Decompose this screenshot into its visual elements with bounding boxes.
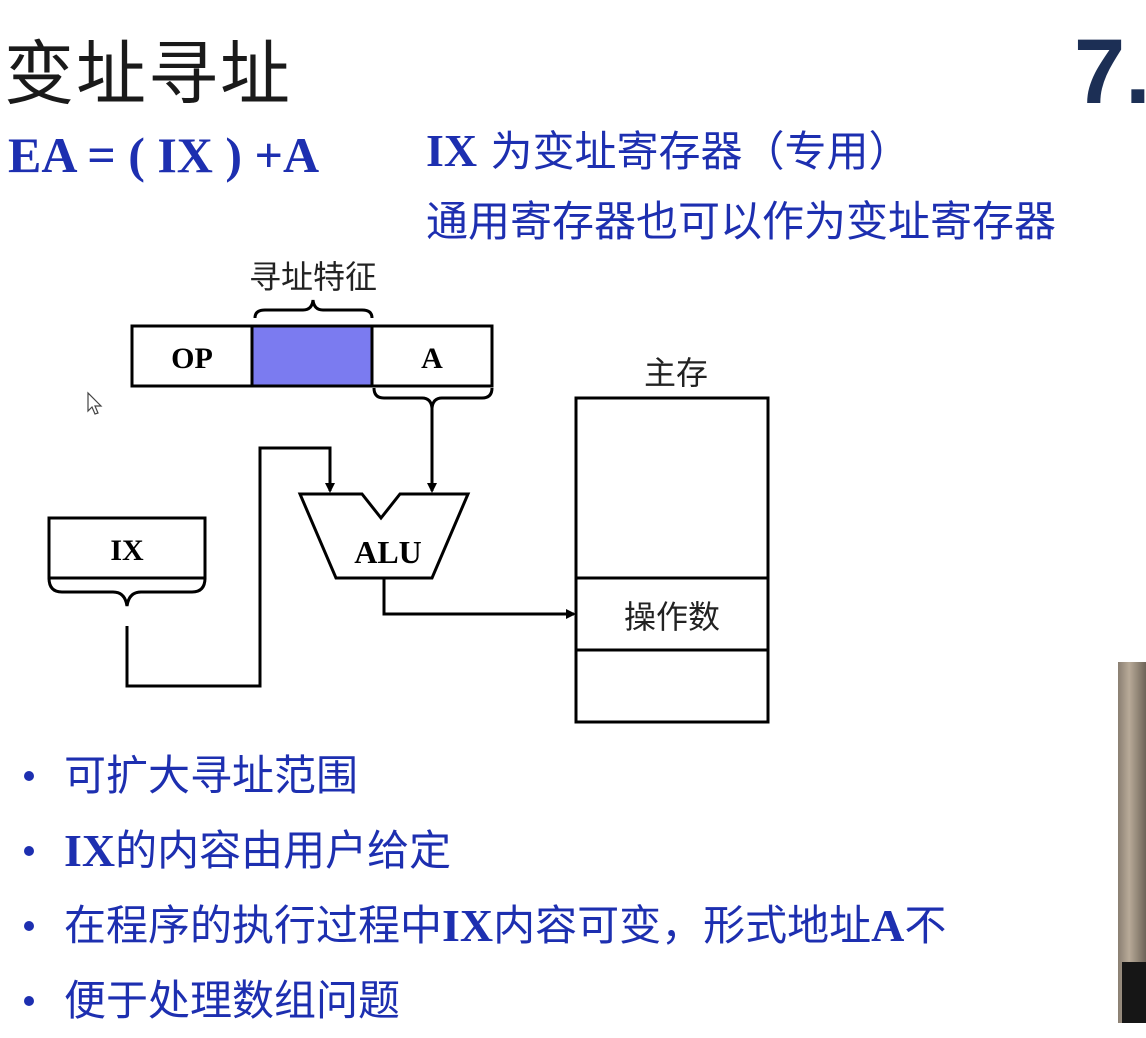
bullet-text: 内容可变，形式地址 xyxy=(493,888,871,963)
index-register: IX xyxy=(49,518,205,578)
video-shadow xyxy=(1122,962,1146,1023)
bullet-dot xyxy=(24,996,34,1006)
bullet-text: 可扩大寻址范围 xyxy=(64,738,358,813)
bullet-item: 可扩大寻址范围 xyxy=(24,738,946,813)
note-text: 为变址寄存器（专用） xyxy=(477,127,910,176)
bullet-text: 便于处理数组问题 xyxy=(64,963,400,1038)
op-field-label: OP xyxy=(171,342,213,375)
addressing-feature-label: 寻址特征 xyxy=(249,258,377,296)
main-memory-box xyxy=(576,398,768,722)
bullet-dot xyxy=(24,846,34,856)
bullet-text: 在程序的执行过程中 xyxy=(64,888,442,963)
effective-address-formula: EA = ( IX ) +A xyxy=(8,126,319,184)
index-register-brace xyxy=(49,578,205,606)
slide-title: 变址寻址 xyxy=(4,18,292,119)
index-register-label: IX xyxy=(110,534,144,567)
note-index-register: IX 为变址寄存器（专用） xyxy=(426,118,910,179)
bullet-item: IX 的内容由用户给定 xyxy=(24,813,946,888)
bullet-keyword: A xyxy=(871,888,904,963)
main-memory-label: 主存 xyxy=(644,354,708,392)
alu-label: ALU xyxy=(354,534,422,570)
bullet-dot xyxy=(24,921,34,931)
main-memory: 主存 操作数 xyxy=(576,354,768,722)
presenter-video-panel xyxy=(1118,662,1146,1023)
section-number: 7. xyxy=(1074,20,1146,125)
mouse-cursor-icon xyxy=(88,393,101,414)
note-keyword: IX xyxy=(426,125,477,176)
note-text: 通用寄存器也可以作为变址寄存器 xyxy=(426,197,1056,246)
address-field-brace xyxy=(374,388,492,408)
instruction-word: OP A xyxy=(132,326,492,386)
indexed-addressing-diagram: 寻址特征 OP A IX ALU 主存 操作数 xyxy=(0,240,800,730)
alu-to-operand-arrow xyxy=(384,578,574,614)
bullet-item: 便于处理数组问题 xyxy=(24,963,946,1038)
bullet-text: 不 xyxy=(904,888,946,963)
feature-bullet-list: 可扩大寻址范围 IX 的内容由用户给定 在程序的执行过程中 IX 内容可变，形式… xyxy=(24,738,946,1038)
addressing-feature-brace xyxy=(255,300,372,318)
bullet-dot xyxy=(24,771,34,781)
addressing-feature-field xyxy=(252,326,372,386)
bullet-keyword: IX xyxy=(64,813,115,888)
address-field-label: A xyxy=(421,342,443,375)
operand-label: 操作数 xyxy=(624,598,720,636)
bullet-text: 的内容由用户给定 xyxy=(115,813,451,888)
bullet-keyword: IX xyxy=(442,888,493,963)
alu: ALU xyxy=(300,494,468,578)
bullet-item: 在程序的执行过程中 IX 内容可变，形式地址 A 不 xyxy=(24,888,946,963)
